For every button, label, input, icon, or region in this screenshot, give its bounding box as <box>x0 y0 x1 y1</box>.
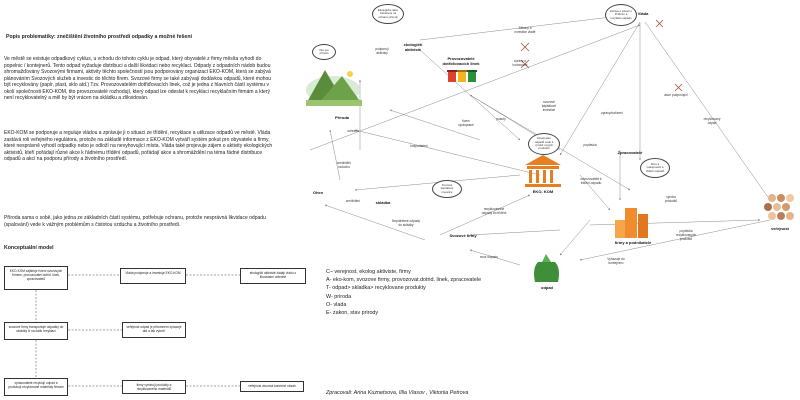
bubble-zpracovatele: Akce k nakupování a třídění odpadů <box>640 158 670 178</box>
node-eko-kom: EKO- KOM <box>532 189 554 194</box>
edge-label-20: recyklovatelné odpady do třídění <box>481 207 507 215</box>
node-skladka: skládka <box>375 200 391 205</box>
legend-line-c: C– verejnost, ekolog aktiviste, firmy <box>326 269 411 275</box>
concept-box-verejnost-obsah: veřejnost zkoumá konečné obsah <box>240 381 304 392</box>
edge-label-13: Vyhazuje do kontejneru <box>607 257 625 265</box>
problem-title: Popis problematiky: znečištění životního… <box>6 34 192 40</box>
edge-label-0: Zákony a investice vládě <box>514 26 536 34</box>
node-zpracovatele: Zpracovatelé <box>617 150 643 155</box>
conceptual-model-title: Konceptuální model <box>4 245 54 251</box>
node-verejnost: veřejnost <box>771 226 789 231</box>
concept-box-firmy: firmy vyrobují produkty a recyklovaného … <box>122 380 186 394</box>
legend-line-e: E- zakon, stav prirody <box>326 310 379 317</box>
node-vlada: Vláda <box>637 11 649 16</box>
concept-box-vlada: Vláda podporuje a investuje EKO-KOM <box>120 268 186 284</box>
concept-box-eko-kom: EKO-KOM zajišťuje řízení svozových firme… <box>4 266 68 290</box>
edge-label-9: odvozovatelé k třídění odpadu <box>580 177 602 185</box>
crossed-symbols <box>520 19 683 92</box>
edge-label-2: zprávy/nařízení <box>601 111 623 115</box>
edge-label-10: řízení spolupráce <box>458 119 474 127</box>
legend-line-w: W- priroda <box>326 293 352 300</box>
company-buildings-illustration <box>615 208 648 238</box>
nature-illustration <box>306 70 362 106</box>
edge-label-1: podporují aktivisty <box>375 47 389 55</box>
node-ohen: Ohen <box>312 190 324 195</box>
node-aktiviste: ekologičtí aktivisté <box>403 42 423 52</box>
concept-box-verejnost: veřejnost odpad je přítomném zpracuje at… <box>122 322 186 338</box>
edge-label-4: výroba produktů <box>664 195 678 203</box>
people-illustration <box>764 194 794 220</box>
edge-label-6: akce podporující <box>664 93 688 97</box>
edge-label-14: pokuty <box>496 117 506 121</box>
problem-paragraph-2: EKO-KOM se podporuje a reguluje vládou a… <box>4 130 273 162</box>
concept-box-svozove: svozové firmy transportuje odpadky do sk… <box>4 322 68 340</box>
edge-label-17: ochrana <box>347 129 359 133</box>
edge-label-18: hospodaření <box>410 144 428 148</box>
trash-bins-illustration <box>447 70 477 82</box>
edge-label-15: znečištění vzduchu <box>336 161 352 169</box>
legend-line-a: A- eko-kom, svozove firmy, provozovat.do… <box>326 277 482 284</box>
edge-label-19: Nepotřebné odpady do skládky <box>392 219 421 227</box>
edge-label-8: poptávka <box>583 143 597 147</box>
legend: C– verejnost, ekolog aktiviste, firmy A-… <box>326 268 481 317</box>
legend-line-o: O- vlada <box>326 301 347 308</box>
edge-label-3: svozové kapitálové investice <box>541 100 557 112</box>
bubble-vlada: Zpráva o situaci s tříděním a recyklací … <box>605 4 637 26</box>
bubble-eko-kom: Zpracování odpadů vede k výrobě nových p… <box>528 133 560 155</box>
edge-label-12: svoz odpadu <box>479 255 499 259</box>
legend-line-t: T- odpad> skladka> recyklovane produkty <box>326 285 426 292</box>
bubble-aktiviste: Ekologické akce zaměřené na ochranu přír… <box>372 4 404 24</box>
edge-label-7: recyklovaný odpad <box>703 117 721 125</box>
eko-kom-building-illustration <box>525 155 561 187</box>
authors: Zpracovali: Arina Kuznetsova, Illia Vlas… <box>326 390 469 396</box>
problem-paragraph-3: Příroda sama o sobě, jako jedna ze zákla… <box>4 215 266 228</box>
concept-box-aktiviste: ekologičtí aktivisté žádají vládu o libo… <box>240 268 306 284</box>
edge-label-11: poptávka recyklovaných produktů <box>675 229 697 241</box>
node-firmy: firmy a podnikatelé <box>614 240 652 245</box>
waste-bag-illustration <box>534 254 559 282</box>
problem-paragraph-1: Ve městě se existuje odpadkový cyklus, u… <box>4 56 272 101</box>
bubble-svozove: Svozové kapitálové investice <box>432 180 462 198</box>
edge-label-5: zprávy o hodnocení <box>512 59 528 67</box>
node-odpad: odpad <box>541 285 553 290</box>
edge-label-16: znečištění <box>345 199 361 203</box>
concept-box-zpracovatele: zpracovatelé recyklují odpad a produkují… <box>4 378 68 396</box>
node-priroda: Příroda <box>334 115 349 120</box>
bubble-priroda: Vše pro přírodu <box>312 44 336 60</box>
node-provozovatele: Provozovatelé dotřiďovacích linek <box>442 56 480 66</box>
node-svozove: Svozové firmy <box>449 233 477 238</box>
